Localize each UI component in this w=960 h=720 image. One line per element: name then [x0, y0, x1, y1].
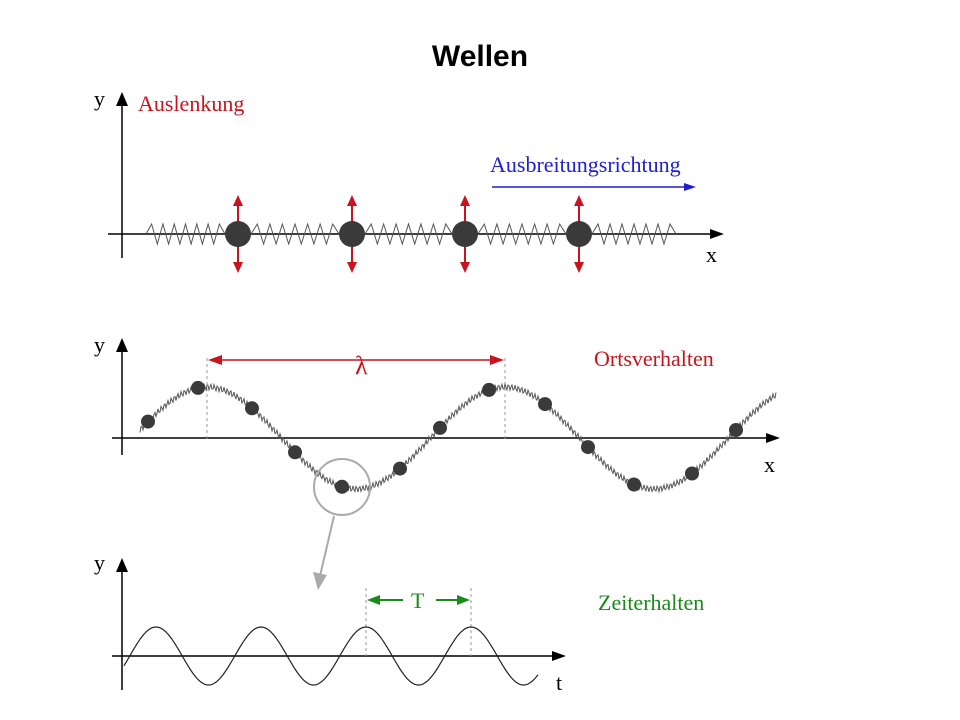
period-arrowhead-right	[457, 595, 470, 605]
period-arrowhead-left	[367, 595, 380, 605]
zoom-arrow	[319, 515, 335, 577]
wavelength-arrowhead-right	[490, 355, 504, 365]
direction-label: Ausbreitungsrichtung	[490, 152, 681, 177]
spring-segment	[250, 222, 340, 246]
oscillation-arrowhead-up	[347, 195, 357, 206]
oscillation-arrowhead-up	[233, 195, 243, 206]
wave-mass-point	[288, 445, 302, 460]
panel-spatial-wave: y x λ Ortsverhalten	[94, 332, 780, 590]
oscillation-arrowhead-down	[460, 262, 470, 273]
panel-temporal-wave: y t T Zeiterhalten	[94, 550, 704, 695]
zoom-arrowhead	[313, 572, 327, 590]
oscillation-arrowhead-up	[574, 195, 584, 206]
slide-title: Wellen	[431, 40, 529, 73]
wave-mass-points	[141, 380, 743, 494]
zoom-circle	[313, 458, 371, 516]
wave-mass-point	[191, 380, 205, 395]
wave-mass-point	[433, 420, 447, 435]
y-axis-1-label: y	[94, 86, 105, 111]
mass-point	[339, 221, 365, 247]
y-axis-2-arrowhead	[116, 338, 128, 352]
oscillation-arrowhead-down	[233, 262, 243, 273]
wave-mass-point	[482, 382, 496, 397]
wavelength-arrowhead-left	[208, 355, 222, 365]
x-axis-1-arrowhead	[710, 229, 724, 239]
x-axis-1-label: x	[706, 242, 717, 267]
time-sine-wave	[123, 626, 539, 686]
wave-mass-point	[538, 397, 552, 412]
wave-mass-point	[685, 466, 699, 481]
spring-segment	[364, 222, 453, 246]
mass-points	[225, 195, 592, 273]
t-axis-arrowhead	[552, 651, 566, 661]
x-axis-2-label: x	[764, 452, 775, 477]
mass-point	[225, 221, 251, 247]
wave-mass-point	[393, 461, 407, 476]
oscillation-arrowhead-down	[574, 262, 584, 273]
direction-arrowhead	[684, 183, 696, 191]
deflection-label: Auslenkung	[138, 91, 244, 116]
wave-mass-point	[141, 414, 155, 429]
mass-point	[566, 221, 592, 247]
temporal-behavior-label: Zeiterhalten	[598, 590, 704, 615]
y-axis-3-arrowhead	[116, 558, 128, 572]
y-axis-3-label: y	[94, 550, 105, 575]
spring-segment	[477, 222, 567, 246]
wave-mass-point	[335, 479, 349, 494]
wave-mass-point	[581, 440, 595, 455]
spatial-behavior-label: Ortsverhalten	[594, 346, 714, 371]
t-axis-label: t	[556, 670, 562, 695]
wavelength-symbol: λ	[355, 351, 368, 380]
spring-segment	[145, 222, 226, 246]
period-symbol: T	[411, 588, 425, 613]
spring-segment	[591, 222, 677, 246]
wave-mass-point	[729, 423, 743, 437]
y-axis-2-label: y	[94, 332, 105, 357]
wave-mass-point	[627, 477, 641, 492]
mass-point	[452, 221, 478, 247]
oscillation-arrowhead-down	[347, 262, 357, 273]
wave-mass-point	[245, 401, 259, 416]
panel-spring-chain: y Auslenkung x Ausbreitungsrichtung	[94, 86, 724, 273]
y-axis-1-arrowhead	[116, 92, 128, 106]
spring-chain	[145, 222, 677, 246]
x-axis-2-arrowhead	[766, 433, 780, 443]
oscillation-arrowhead-up	[460, 195, 470, 206]
